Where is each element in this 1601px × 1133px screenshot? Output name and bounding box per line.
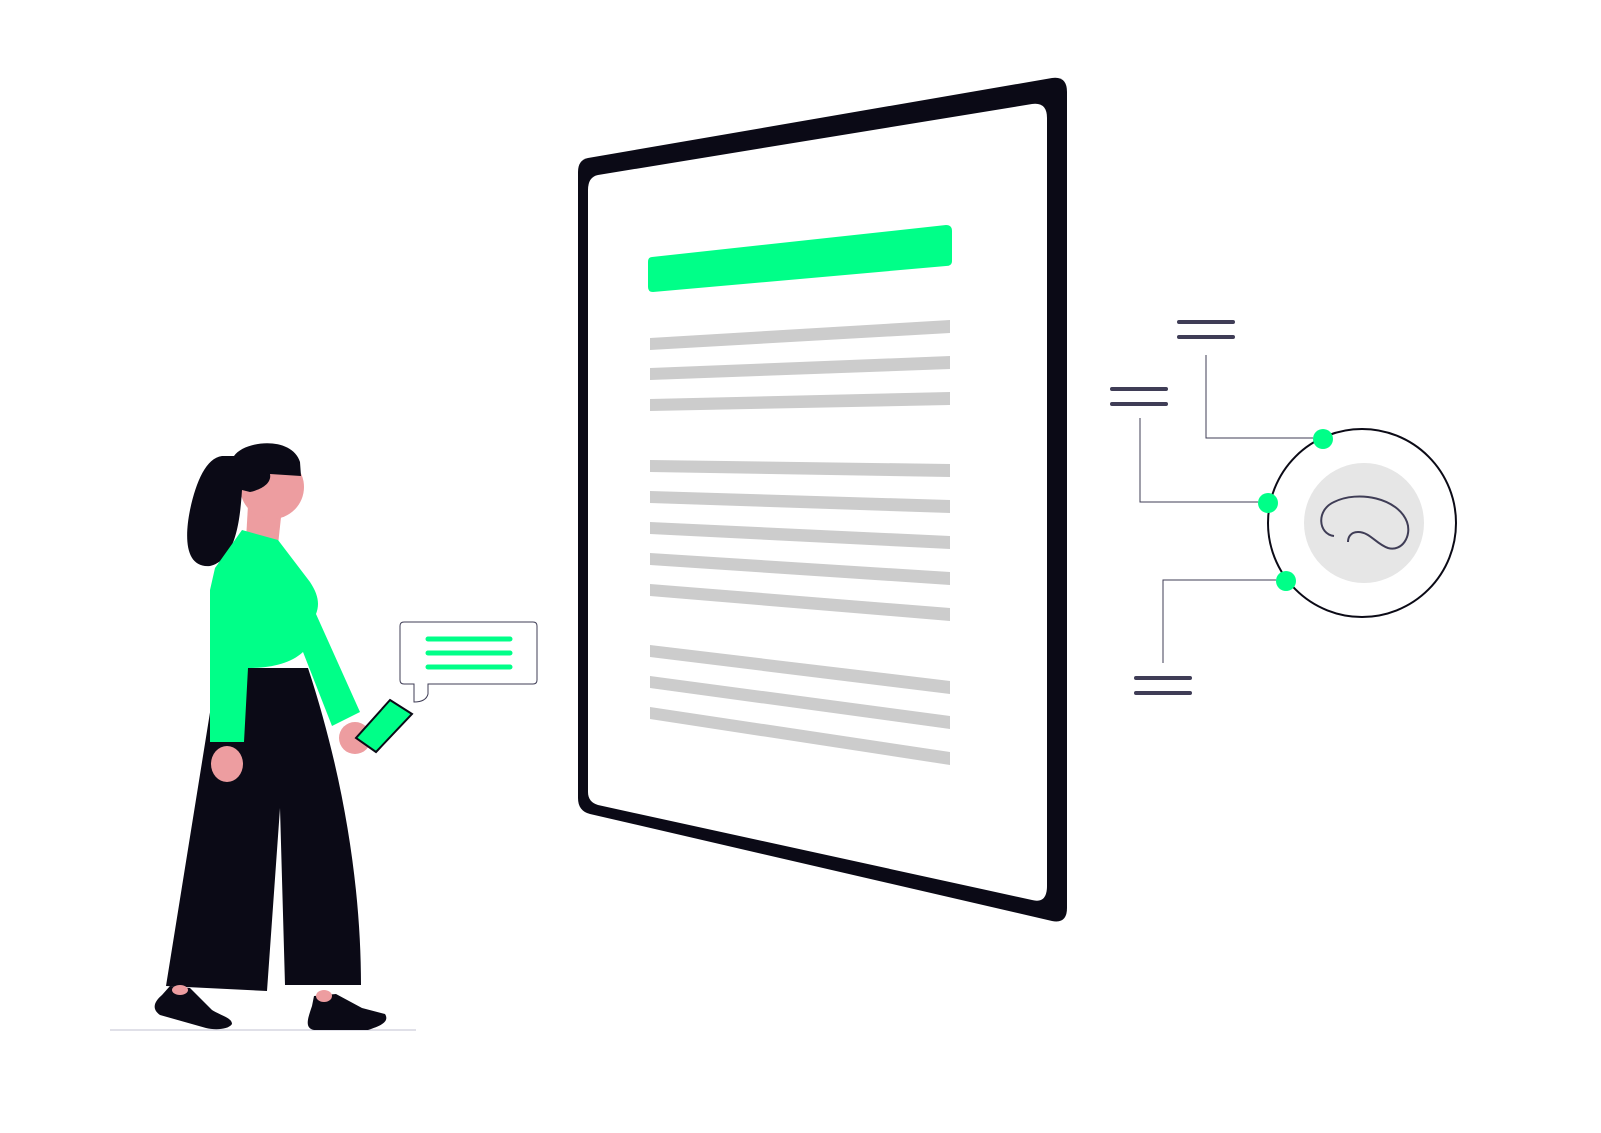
connector-line	[1162, 579, 1276, 663]
right-shoe	[307, 994, 387, 1030]
chat-bubble-icon	[399, 621, 538, 703]
connector-dot	[1276, 571, 1296, 591]
chat-bubble	[399, 621, 538, 703]
document-text-line	[650, 522, 950, 549]
connector-dot	[1313, 429, 1333, 449]
document-text-line	[650, 392, 950, 411]
connector-line	[1205, 355, 1313, 439]
document-text-line	[650, 320, 950, 350]
pants	[166, 668, 361, 991]
chat-text-lines	[425, 636, 513, 670]
hair	[187, 443, 301, 567]
brain-diagram	[1110, 320, 1457, 695]
document-title-bar	[648, 225, 952, 292]
connector-line	[1139, 418, 1258, 503]
right-ankle	[316, 990, 332, 1002]
document-text-line	[650, 584, 950, 621]
document-icon	[578, 77, 1067, 922]
person	[110, 443, 416, 1031]
document-text-line	[650, 356, 950, 380]
document-text-line	[650, 707, 950, 765]
document-text-line	[650, 553, 950, 585]
left-hand	[211, 746, 243, 782]
document-text-line	[650, 491, 950, 513]
left-ankle	[172, 985, 188, 995]
document-text-line	[650, 460, 950, 477]
connector-dot	[1258, 493, 1278, 513]
phone-icon	[354, 698, 414, 754]
document-text-lines	[650, 320, 950, 765]
document-text-line	[650, 645, 950, 694]
label-bars	[1110, 320, 1235, 695]
document-text-line	[650, 676, 950, 729]
diagram-inner-circle	[1304, 463, 1424, 583]
brain-icon	[1320, 495, 1410, 550]
shirt	[210, 530, 360, 742]
left-shoe	[154, 986, 232, 1030]
